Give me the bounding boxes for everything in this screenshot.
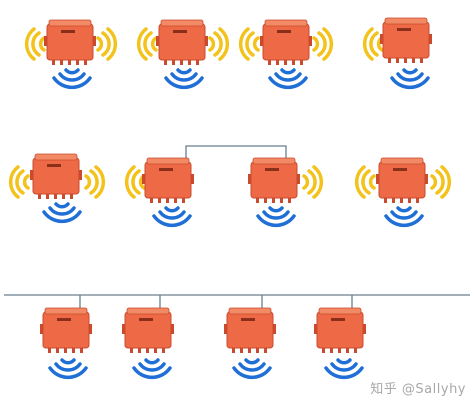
wifi-right-icon [84, 165, 106, 199]
watermark: 知乎 @Sallyhy [370, 382, 466, 397]
wifi-right-icon [208, 27, 230, 61]
device-2 [124, 157, 195, 228]
device-icon [379, 17, 433, 64]
wifi-down-icon [384, 206, 424, 228]
wifi-down-icon [324, 358, 364, 380]
wifi-right-icon [302, 165, 324, 199]
wifi-right-icon [96, 27, 118, 61]
wifi-down-icon [48, 358, 88, 380]
wifi-left-icon [354, 165, 376, 199]
wifi-down-icon [390, 68, 430, 90]
device-icon [313, 307, 367, 354]
wifi-down-icon [256, 206, 296, 228]
device-3 [247, 157, 324, 228]
row-mesh [24, 17, 433, 90]
row-bus [4, 294, 470, 380]
wifi-down-icon [152, 206, 192, 228]
row-mixed [8, 145, 452, 228]
wifi-down-icon [42, 202, 82, 224]
wifi-right-icon [312, 27, 334, 61]
wifi-left-icon [24, 27, 46, 61]
device-icon [29, 153, 83, 200]
wired-link [185, 145, 287, 164]
device-3 [223, 295, 277, 380]
device-icon [375, 157, 429, 204]
device-3 [238, 19, 334, 90]
device-4 [362, 17, 433, 90]
wifi-left-icon [238, 27, 260, 61]
device-icon [39, 307, 93, 354]
device-1 [24, 19, 118, 90]
device-icon [121, 307, 175, 354]
wifi-down-icon [132, 358, 172, 380]
wifi-left-icon [124, 165, 146, 199]
device-icon [155, 19, 209, 66]
wifi-down-icon [268, 68, 308, 90]
wifi-left-icon [8, 165, 30, 199]
wifi-down-icon [52, 68, 92, 90]
device-2 [121, 295, 175, 380]
device-icon [247, 157, 301, 204]
device-4 [313, 295, 367, 380]
device-4 [354, 157, 452, 228]
device-icon [141, 157, 195, 204]
wifi-down-icon [232, 358, 272, 380]
device-icon [223, 307, 277, 354]
device-icon [259, 19, 313, 66]
wifi-right-icon [430, 165, 452, 199]
wifi-down-icon [164, 68, 204, 90]
device-2 [136, 19, 230, 90]
device-icon [43, 19, 97, 66]
wifi-left-icon [136, 27, 158, 61]
wifi-left-icon [362, 27, 384, 61]
device-1 [39, 295, 93, 380]
device-1 [8, 153, 106, 224]
